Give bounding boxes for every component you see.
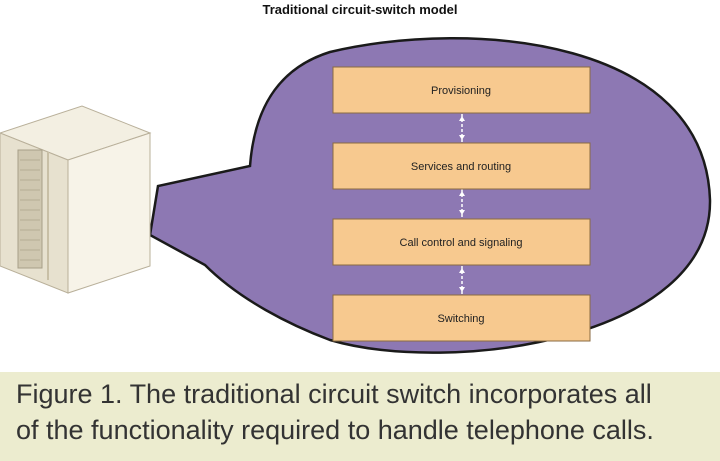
callout-bubble xyxy=(148,37,712,354)
layer-label-provisioning: Provisioning xyxy=(431,85,491,97)
layer-label-switching: Switching xyxy=(437,313,484,325)
server-cabinet-icon xyxy=(0,105,152,294)
layer-box-switching: Switching xyxy=(332,294,591,342)
figure-caption: Figure 1. The traditional circuit switch… xyxy=(0,372,720,461)
layer-box-services-routing: Services and routing xyxy=(332,142,591,190)
caption-line-2: of the functionality required to handle … xyxy=(16,415,654,445)
diagram-title: Traditional circuit-switch model xyxy=(262,2,458,17)
circuit-switch-diagram: Provisioning Services and routing Call c… xyxy=(0,37,712,354)
layer-box-call-control: Call control and signaling xyxy=(332,218,591,266)
layer-label-services-routing: Services and routing xyxy=(411,161,511,173)
layer-box-provisioning: Provisioning xyxy=(332,66,591,114)
caption-line-1: Figure 1. The traditional circuit switch… xyxy=(16,379,652,409)
layer-label-call-control: Call control and signaling xyxy=(400,237,523,249)
